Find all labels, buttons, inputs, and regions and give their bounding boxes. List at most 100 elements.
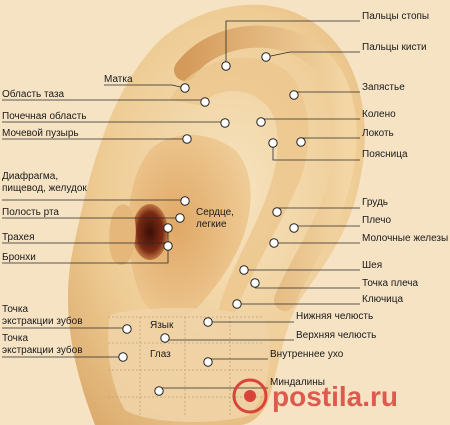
label-line: Плечо	[362, 215, 391, 226]
label-kidney: Почечная область	[2, 110, 86, 122]
point-toes	[221, 61, 231, 71]
label-line: Область таза	[2, 88, 65, 100]
label-eye: Глаз	[150, 349, 171, 360]
label-heart: Сердце,легкие	[196, 207, 234, 230]
point-tonsils	[154, 386, 164, 396]
points-layer	[118, 52, 306, 396]
label-toes: Пальцы стопы	[362, 11, 429, 22]
label-line: Бронхи	[2, 252, 36, 263]
point-pelvis	[200, 97, 210, 107]
label-line: Точка	[2, 304, 28, 315]
point-kidney	[220, 118, 230, 128]
label-line: Грудь	[362, 197, 388, 208]
point-knee	[256, 117, 266, 127]
label-line: Трахея	[2, 232, 35, 243]
label-shoulder-point: Точка плеча	[362, 278, 419, 289]
label-line: Внутреннее ухо	[270, 349, 344, 360]
ear-lobe	[108, 308, 270, 422]
label-line: Поясница	[362, 149, 408, 160]
label-diaphragm: Диафрагма,пищевод, желудок	[2, 170, 87, 194]
label-neck: Шея	[362, 260, 382, 271]
label-line: Язык	[150, 320, 174, 331]
label-knee: Колено	[362, 109, 396, 120]
point-shoulder	[289, 223, 299, 233]
ear-canal	[132, 204, 168, 260]
label-line: Глаз	[150, 349, 171, 360]
label-uterus: Матка	[104, 74, 133, 85]
label-line: Точка	[2, 333, 28, 344]
label-line: Пальцы кисти	[362, 42, 427, 53]
label-line: Полость рта	[2, 207, 59, 218]
label-tonsils: Миндалины	[270, 377, 325, 388]
leader-line-bronchi	[2, 246, 169, 264]
label-line: Матка	[104, 74, 133, 85]
point-inner-ear	[203, 357, 213, 367]
ear-helix	[174, 25, 357, 311]
point-chest	[272, 207, 282, 217]
label-line: Нижняя челюсть	[296, 311, 373, 322]
label-fingers: Пальцы кисти	[362, 42, 427, 53]
point-neck	[239, 265, 249, 275]
label-wrist: Запястье	[362, 82, 405, 93]
point-upper-jaw	[160, 333, 170, 343]
point-trachea	[163, 223, 173, 233]
point-elbow	[296, 137, 306, 147]
label-line: пищевод, желудок	[2, 183, 87, 194]
label-mammary: Молочные железы	[362, 233, 448, 244]
label-line: Молочные железы	[362, 233, 448, 244]
postila-logo-icon	[232, 378, 268, 414]
point-teeth1	[122, 324, 132, 334]
label-tongue: Язык	[150, 320, 174, 331]
label-bladder: Мочевой пузырь	[2, 128, 79, 139]
label-clavicle: Ключица	[362, 294, 403, 305]
point-wrist	[289, 90, 299, 100]
leader-line-toes	[225, 20, 360, 66]
point-bronchi	[163, 241, 173, 251]
ear-concha	[128, 135, 251, 318]
label-pelvis: Область таза	[2, 88, 65, 100]
label-inner-ear: Внутреннее ухо	[270, 349, 344, 360]
point-shoulder-point	[250, 278, 260, 288]
label-line: Локоть	[362, 128, 394, 139]
label-line: Колено	[362, 109, 396, 120]
point-diaphragm	[180, 196, 190, 206]
ear-tragus	[109, 204, 136, 266]
label-line: Точка плеча	[362, 278, 419, 289]
label-line: Шея	[362, 260, 382, 271]
label-line: Мочевой пузырь	[2, 128, 79, 139]
point-lumbar	[268, 138, 278, 148]
watermark-text: postila.ru	[272, 381, 398, 412]
label-line: экстракции зубов	[2, 344, 83, 356]
label-upper-jaw: Верхняя челюсть	[296, 330, 376, 341]
label-line: легкие	[196, 219, 227, 230]
label-bronchi: Бронхи	[2, 252, 36, 263]
point-lower-jaw	[203, 317, 213, 327]
watermark: postila.ru	[232, 378, 398, 414]
label-chest: Грудь	[362, 197, 388, 208]
point-teeth2	[118, 352, 128, 362]
label-line: Диафрагма,	[2, 170, 58, 182]
label-lumbar: Поясница	[362, 149, 408, 160]
label-line: Сердце,	[196, 207, 234, 218]
point-bladder	[182, 134, 192, 144]
leader-lines	[2, 20, 360, 389]
label-line: Пальцы стопы	[362, 11, 429, 22]
label-mouth: Полость рта	[2, 207, 59, 218]
label-shoulder: Плечо	[362, 215, 391, 226]
lobe-zone-grid	[108, 316, 262, 415]
label-line: экстракции зубов	[2, 315, 83, 327]
label-line: Ключица	[362, 294, 403, 305]
label-lower-jaw: Нижняя челюсть	[296, 311, 373, 322]
label-trachea: Трахея	[2, 232, 35, 243]
point-uterus	[180, 83, 190, 93]
point-fingers	[261, 52, 271, 62]
label-line: Миндалины	[270, 377, 325, 388]
label-line: Почечная область	[2, 110, 86, 122]
point-mouth	[175, 213, 185, 223]
leader-line-fingers	[265, 51, 360, 58]
